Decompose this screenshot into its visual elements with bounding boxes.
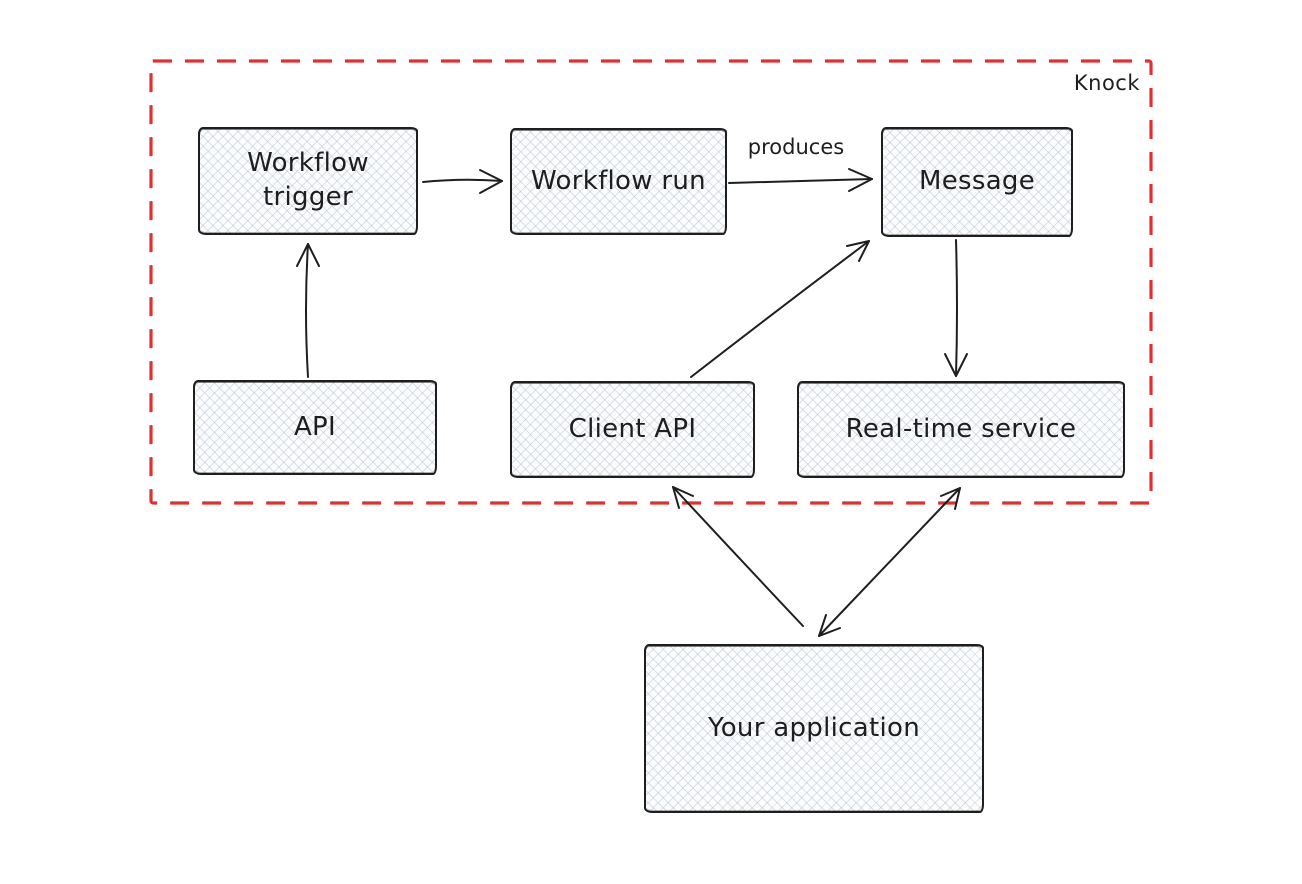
- edge-client-api-to-message: [690, 240, 870, 378]
- knock-boundary-box: [149, 59, 1153, 505]
- edge-workflow-trigger-to-workflow-run: [422, 169, 503, 194]
- node-workflow-run-label: Workflow run: [531, 165, 706, 196]
- node-api: API: [193, 380, 437, 475]
- node-your-application-label: Your application: [708, 712, 920, 743]
- node-your-application: Your application: [644, 644, 984, 813]
- node-client-api-label: Client API: [568, 413, 697, 444]
- node-message-label: Message: [918, 166, 1036, 197]
- node-workflow-run: Workflow run: [510, 128, 727, 235]
- node-api-label: API: [293, 411, 337, 442]
- knock-boundary-label: Knock: [1073, 71, 1140, 95]
- node-client-api: Client API: [510, 381, 755, 478]
- edge-message-to-real-time-service: [944, 239, 968, 377]
- node-real-time-service-label: Real-time service: [845, 413, 1077, 444]
- node-message: Message: [881, 127, 1073, 237]
- edge-workflow-run-to-message: [728, 168, 873, 192]
- edge-your-application-to-real-time-service: [818, 487, 961, 637]
- edge-api-to-workflow-trigger: [296, 243, 320, 378]
- edge-label-produces: produces: [747, 135, 845, 159]
- node-real-time-service: Real-time service: [797, 381, 1125, 478]
- node-workflow-trigger: Workflow trigger: [198, 127, 418, 235]
- edge-your-application-to-client-api: [672, 486, 804, 627]
- node-workflow-trigger-label: Workflow trigger: [247, 148, 369, 212]
